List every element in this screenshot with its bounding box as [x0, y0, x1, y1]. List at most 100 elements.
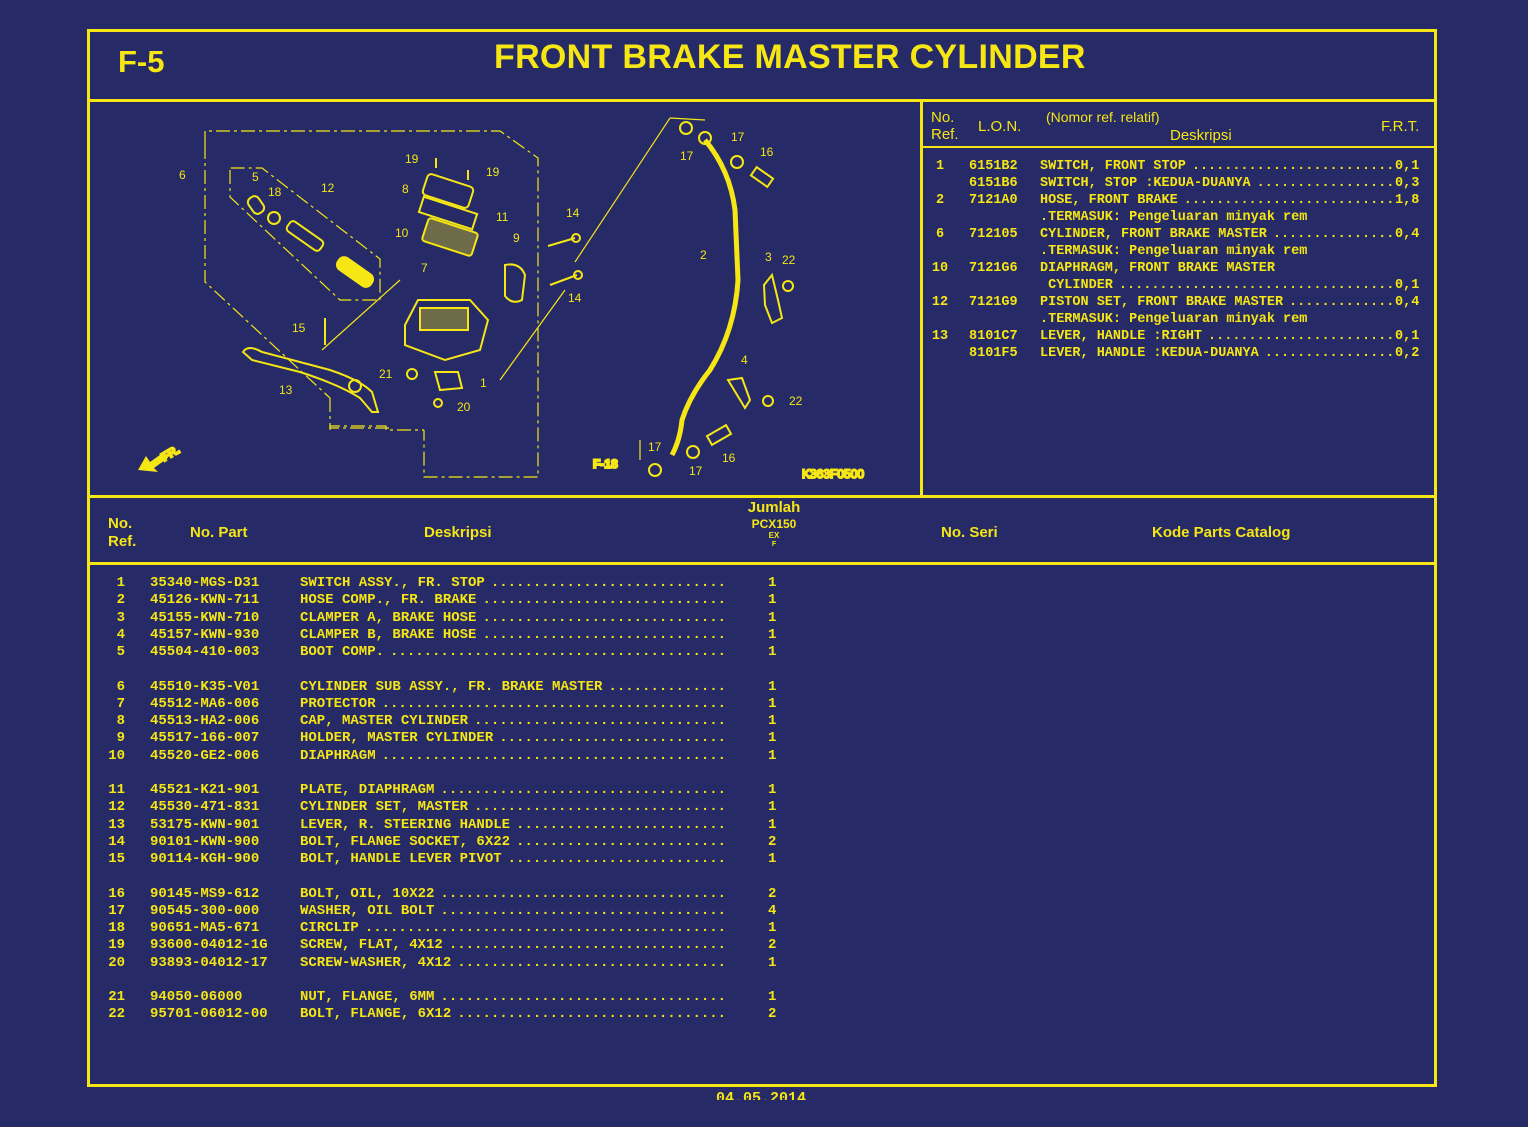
quantity: 1 — [768, 678, 777, 695]
part-description: LEVER, R. STEERING HANDLE — [300, 817, 726, 834]
dot-leader — [384, 644, 726, 661]
lon-row: 2 7121A0 HOSE, FRONT BRAKE 1,8 — [928, 192, 1428, 209]
part-number: 45521-K21-901 — [150, 782, 260, 798]
ref-number: 13 — [108, 816, 125, 833]
part-number: 45510-K35-V01 — [150, 678, 260, 695]
callout-label: 19 — [405, 152, 419, 166]
part-description: CLAMPER B, BRAKE HOSE — [300, 627, 726, 644]
lon-row: .TERMASUK: Pengeluaran minyak rem — [928, 311, 1428, 328]
quantity: 2 — [768, 885, 777, 902]
parts-row: 6 45510-K35-V01 CYLINDER SUB ASSY., FR. … — [92, 679, 792, 696]
qty-header: Jumlah PCX150 EX F — [735, 499, 813, 549]
quantity: 2 — [768, 937, 777, 954]
brake-hose — [669, 138, 741, 457]
part-description: HOLDER, MASTER CYLINDER — [300, 730, 726, 747]
quantity: 1 — [768, 799, 777, 816]
dot-leader — [1267, 226, 1396, 243]
dot-leader — [510, 817, 726, 834]
lon-row: .TERMASUK: Pengeluaran minyak rem — [928, 209, 1428, 226]
lon-description: CYLINDER, FRONT BRAKE MASTER — [1040, 226, 1396, 243]
ref-number: 7 — [116, 695, 125, 712]
callout-label: 22 — [782, 253, 796, 267]
part-number: 90651-MA5-671 — [150, 920, 260, 937]
parts-row: 21 94050-06000 NUT, FLANGE, 6MM 1 — [92, 989, 792, 1006]
model-header: PCX150 — [751, 517, 797, 531]
ref-number: 2 — [935, 193, 945, 208]
ref-number: 3 — [116, 609, 125, 626]
master-cylinder-body — [404, 173, 527, 362]
ref-page-label: F-18 — [593, 457, 618, 471]
part-number: 45517-166-007 — [150, 730, 260, 747]
lon-desc-note: (Nomor ref. relatif) — [1046, 109, 1160, 125]
part-description: PROTECTOR — [300, 696, 726, 713]
part-number: 45520-GE2-006 — [150, 747, 260, 764]
page-title: FRONT BRAKE MASTER CYLINDER — [494, 38, 1086, 76]
part-description: BOOT COMP. — [300, 644, 726, 661]
parts-row: 16 90145-MS9-612 BOLT, OIL, 10X22 2 — [92, 886, 792, 903]
part-description: BOLT, FLANGE SOCKET, 6X22 — [300, 834, 726, 851]
lon-description: SWITCH, FRONT STOP — [1040, 158, 1396, 175]
frt-value: 0,1 — [1395, 159, 1420, 174]
part-description: CYLINDER SET, MASTER — [300, 799, 726, 816]
callout-label: 15 — [292, 321, 306, 335]
part-description: WASHER, OIL BOLT — [300, 903, 726, 920]
catalog-header: Kode Parts Catalog — [1152, 524, 1291, 541]
part-description: CYLINDER SUB ASSY., FR. BRAKE MASTER — [300, 679, 726, 696]
ref-number: 14 — [108, 833, 125, 850]
callout-label: 17 — [689, 464, 703, 478]
callout-label: 17 — [680, 149, 694, 163]
frt-value: 0,2 — [1395, 346, 1420, 361]
callout-label: 5 — [252, 170, 259, 184]
quantity: 2 — [768, 1006, 777, 1023]
part-description: BOLT, OIL, 10X22 — [300, 886, 726, 903]
dot-leader — [502, 851, 726, 868]
part-number: 95701-06012-00 — [150, 1006, 268, 1023]
dot-leader — [1283, 294, 1396, 311]
part-number: 90545-300-000 — [150, 902, 260, 919]
parts-ref-header: No.Ref. — [108, 515, 137, 550]
part-number: 35340-MGS-D31 — [150, 575, 260, 591]
callout-label: 2 — [700, 248, 707, 262]
lon-ref-header: No.Ref. — [931, 109, 959, 143]
type-header: EX — [768, 531, 780, 540]
lon-description: LEVER, HANDLE :KEDUA-DUANYA — [1040, 345, 1396, 362]
lever — [241, 347, 380, 413]
dot-leader — [493, 730, 726, 747]
quantity: 4 — [768, 902, 777, 919]
part-description: CIRCLIP — [300, 920, 726, 937]
dot-leader — [376, 748, 726, 765]
part-description: BOLT, FLANGE, 6X12 — [300, 1006, 726, 1023]
callout-label: 3 — [765, 250, 772, 264]
ref-number: 12 — [108, 799, 125, 816]
ref-number: 1 — [116, 575, 125, 591]
callout-label: 11 — [496, 210, 509, 224]
quantity: 2 — [768, 833, 777, 850]
lon-row: 13 8101C7 LEVER, HANDLE :RIGHT 0,1 — [928, 328, 1428, 345]
dot-leader — [1113, 277, 1396, 294]
part-number-header: No. Part — [190, 524, 248, 541]
part-description: CAP, MASTER CYLINDER — [300, 713, 726, 730]
lon-description: PISTON SET, FRONT BRAKE MASTER — [1040, 294, 1396, 311]
parts-row: 15 90114-KGH-900 BOLT, HANDLE LEVER PIVO… — [92, 851, 792, 868]
lon-code: 7121G9 — [969, 295, 1018, 310]
quantity: 1 — [768, 575, 777, 591]
lon-row: .TERMASUK: Pengeluaran minyak rem — [928, 243, 1428, 260]
parts-row: 20 93893-04012-17 SCREW-WASHER, 4X12 1 — [92, 955, 792, 972]
divider — [87, 495, 1437, 498]
dot-leader — [1202, 328, 1396, 345]
lon-desc-header: Deskripsi — [1170, 127, 1232, 144]
callout-label: 9 — [513, 231, 520, 245]
part-number: 90101-KWN-900 — [150, 833, 260, 850]
part-description: SCREW, FLAT, 4X12 — [300, 937, 726, 954]
part-number: 93893-04012-17 — [150, 954, 268, 971]
dot-leader — [468, 799, 726, 816]
callout-label: 16 — [722, 451, 736, 465]
dot-leader — [510, 834, 726, 851]
print-date: 04.05.2014 — [716, 1090, 807, 1100]
parts-row: 14 90101-KWN-900 BOLT, FLANGE SOCKET, 6X… — [92, 834, 792, 851]
lon-header: L.O.N. — [978, 118, 1022, 135]
variant-header: F — [771, 541, 777, 548]
lon-description: HOSE, FRONT BRAKE — [1040, 192, 1396, 209]
parts-row: 18 90651-MA5-671 CIRCLIP 1 — [92, 920, 792, 937]
dot-leader — [1251, 175, 1396, 192]
